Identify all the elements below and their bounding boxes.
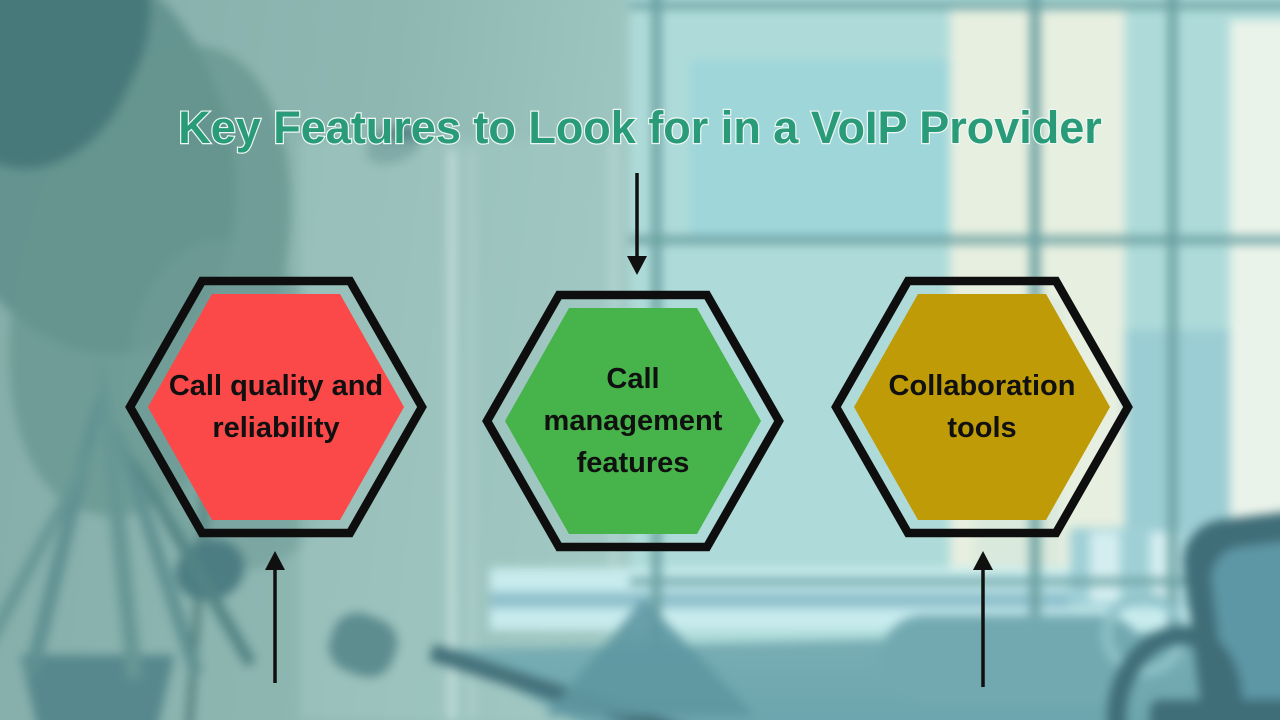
hexagon-fill xyxy=(148,294,404,520)
hexagon-label: Call quality and reliability xyxy=(168,369,384,444)
skyline-bar xyxy=(1090,532,1120,602)
hexagon-call-management: Call management features xyxy=(482,290,784,552)
panel-stripe xyxy=(448,150,456,720)
panel-stripe xyxy=(470,150,473,720)
hexagon-collaboration-tools: Collaboration tools xyxy=(831,276,1133,538)
up-arrow-icon xyxy=(265,551,285,683)
skyline-building xyxy=(1230,20,1280,580)
hexagon-outline xyxy=(482,290,784,552)
window-mullion xyxy=(630,578,1280,585)
window-mullion xyxy=(630,236,1280,244)
up-arrow-icon xyxy=(973,551,993,687)
down-arrow-icon xyxy=(627,173,647,275)
hexagon-outline xyxy=(125,276,427,538)
hexagon-label: Collaboration tools xyxy=(888,369,1076,444)
hexagon-fill xyxy=(505,308,761,534)
window-mullion xyxy=(630,2,1280,9)
plant-pot xyxy=(20,655,175,720)
desk-object xyxy=(1102,592,1186,676)
desk-object xyxy=(880,615,1145,703)
hexagon-outline xyxy=(831,276,1133,538)
skyline-band xyxy=(490,592,1250,608)
office-chair xyxy=(1150,700,1280,720)
window-pane xyxy=(690,60,950,240)
page-title: Key Features to Look for in a VoIP Provi… xyxy=(177,101,1103,154)
hexagon-label: Call management features xyxy=(543,362,723,480)
hexagon-call-quality: Call quality and reliability xyxy=(125,276,427,538)
window-mullion xyxy=(1168,0,1177,645)
hexagon-fill xyxy=(854,294,1110,520)
